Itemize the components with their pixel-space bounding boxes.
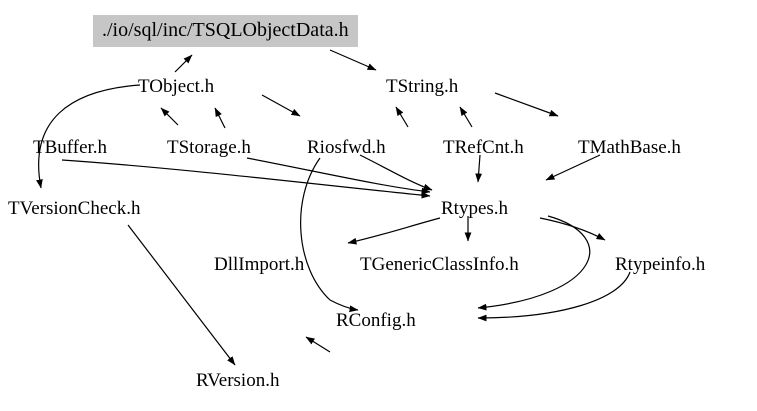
edge-tobject-riosfwd <box>261 94 301 117</box>
edge-tstorage-tobject <box>214 107 226 129</box>
edge-tbuffer-tobject <box>160 107 179 126</box>
edge-tobject-tversioncheck <box>36 84 141 189</box>
edge-rversion-rconfig <box>305 336 331 353</box>
node-riosfwd[interactable]: Riosfwd.h <box>307 137 386 158</box>
node-tobject[interactable]: TObject.h <box>138 76 215 97</box>
edge-root-tobject <box>174 54 193 73</box>
node-rtypeinfo[interactable]: Rtypeinfo.h <box>615 254 706 275</box>
edge-riosfwd-rconfig <box>300 157 359 313</box>
edge-trefcnt-tstring <box>459 106 473 128</box>
node-dllimport[interactable]: DllImport.h <box>214 254 305 275</box>
edge-riosfwd-rtypes <box>359 154 433 191</box>
edge-tstorage-rtypes <box>246 157 431 195</box>
edge-rtypes-rconfig <box>477 215 591 311</box>
edge-trefcnt-rtypes <box>475 154 483 183</box>
edge-rtypes-rtypeinfo <box>539 217 606 241</box>
node-tbuffer[interactable]: TBuffer.h <box>33 137 108 158</box>
node-trefcnt[interactable]: TRefCnt.h <box>443 137 524 158</box>
node-rversion[interactable]: RVersion.h <box>196 370 280 391</box>
edge-tbuffer-rtypes <box>61 159 431 199</box>
node-tstring[interactable]: TString.h <box>386 76 459 97</box>
node-tversioncheck[interactable]: TVersionCheck.h <box>8 198 141 219</box>
node-tgenericclassinfo[interactable]: TGenericClassInfo.h <box>360 254 519 275</box>
node-rconfig[interactable]: RConfig.h <box>336 310 416 331</box>
node-rtypes[interactable]: Rtypes.h <box>441 198 509 219</box>
edge-tmathbase-rtypes <box>545 154 601 181</box>
edge-rtypes-dllimport <box>347 217 441 245</box>
node-root[interactable]: ./io/sql/inc/TSQLObjectData.h <box>93 15 358 47</box>
node-tstorage[interactable]: TStorage.h <box>167 137 251 158</box>
edge-riosfwd-tstring <box>395 106 409 128</box>
edge-rtypeinfo-rconfig <box>477 271 631 322</box>
edge-tversioncheck-rversion <box>127 224 236 366</box>
edge-root-tstring <box>329 49 377 71</box>
edge-tstring-tmathbase <box>494 92 559 117</box>
node-tmathbase[interactable]: TMathBase.h <box>578 137 681 158</box>
